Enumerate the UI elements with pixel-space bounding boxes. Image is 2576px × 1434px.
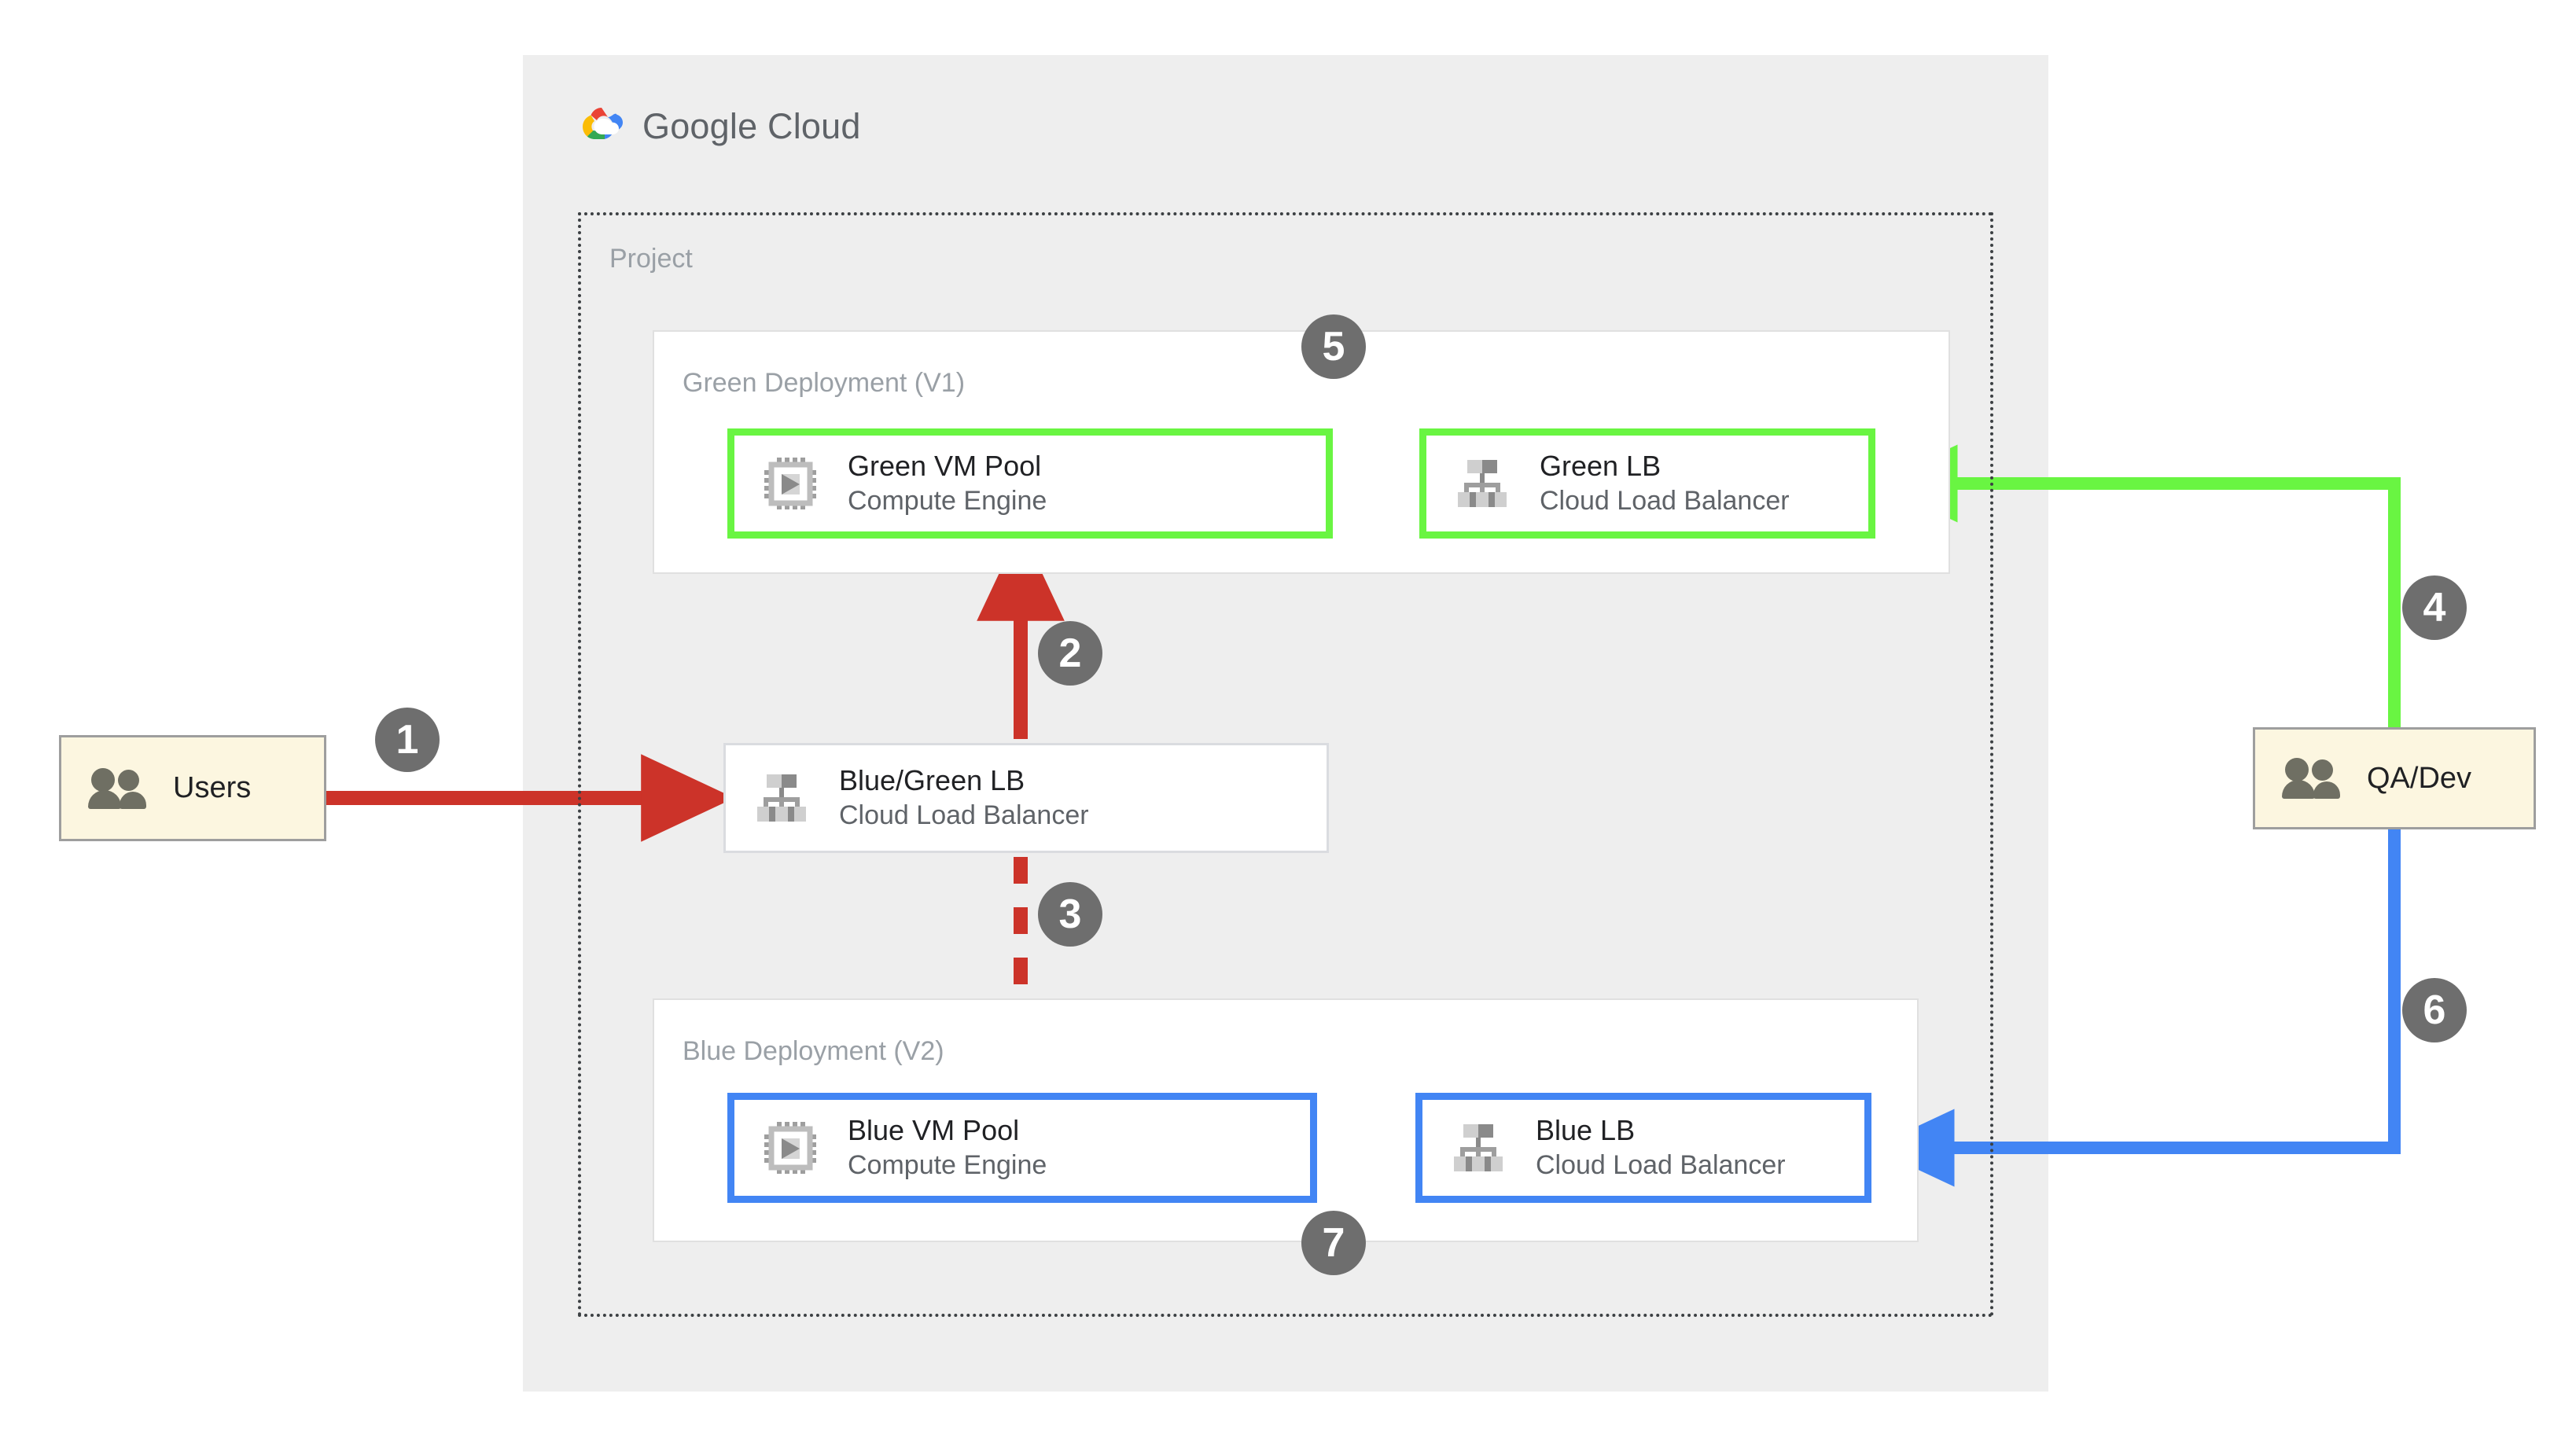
google-cloud-logo-icon	[578, 106, 627, 147]
node-green-vm-pool-text: Green VM Pool Compute Engine	[848, 448, 1047, 519]
node-subtitle: Compute Engine	[848, 486, 1047, 517]
actor-qa-dev[interactable]: QA/Dev	[2253, 727, 2536, 829]
node-subtitle: Cloud Load Balancer	[1536, 1150, 1786, 1181]
step-badge-3: 3	[1038, 882, 1102, 947]
google-cloud-logo: Google Cloud	[578, 106, 861, 147]
load-balancer-icon	[1452, 1124, 1504, 1171]
people-icon	[88, 767, 146, 809]
step-badge-1: 1	[375, 708, 440, 772]
cpu-icon	[764, 1122, 816, 1174]
logo-word-cloud: Cloud	[767, 106, 861, 146]
step-badge-6: 6	[2402, 978, 2467, 1042]
load-balancer-icon	[1456, 460, 1508, 507]
step-badge-7: 7	[1301, 1211, 1366, 1275]
logo-word-google: Google	[642, 106, 758, 146]
node-title: Green VM Pool	[848, 450, 1042, 483]
step-badge-2: 2	[1038, 621, 1102, 686]
node-blue-vm-pool-text: Blue VM Pool Compute Engine	[848, 1112, 1047, 1183]
node-subtitle: Compute Engine	[848, 1150, 1047, 1181]
node-subtitle: Cloud Load Balancer	[1540, 486, 1790, 517]
google-cloud-logo-text: Google Cloud	[642, 106, 861, 147]
step-badge-5: 5	[1301, 314, 1366, 379]
load-balancer-icon	[756, 774, 808, 822]
project-boundary	[578, 212, 1993, 1317]
node-subtitle: Cloud Load Balancer	[839, 800, 1089, 831]
node-blue-vm-pool[interactable]: Blue VM Pool Compute Engine	[727, 1093, 1317, 1203]
node-blue-lb[interactable]: Blue LB Cloud Load Balancer	[1415, 1093, 1871, 1203]
node-blue-lb-text: Blue LB Cloud Load Balancer	[1536, 1112, 1786, 1183]
step-badge-4: 4	[2402, 575, 2467, 640]
actor-users-label: Users	[173, 771, 252, 804]
people-icon	[2282, 758, 2340, 799]
project-label: Project	[609, 244, 693, 274]
green-deployment-label: Green Deployment (V1)	[683, 368, 966, 398]
cpu-icon	[764, 458, 816, 509]
node-title: Blue VM Pool	[848, 1114, 1020, 1147]
node-title: Blue LB	[1536, 1114, 1636, 1147]
node-blue-green-lb-text: Blue/Green LB Cloud Load Balancer	[839, 763, 1089, 833]
node-green-lb[interactable]: Green LB Cloud Load Balancer	[1419, 428, 1875, 539]
node-green-lb-text: Green LB Cloud Load Balancer	[1540, 448, 1790, 519]
node-title: Green LB	[1540, 450, 1662, 483]
blue-deployment-label: Blue Deployment (V2)	[683, 1036, 944, 1066]
node-title: Blue/Green LB	[839, 764, 1025, 797]
actor-users[interactable]: Users	[59, 735, 326, 841]
actor-qa-dev-label: QA/Dev	[2367, 761, 2472, 795]
node-green-vm-pool[interactable]: Green VM Pool Compute Engine	[727, 428, 1333, 539]
node-blue-green-lb[interactable]: Blue/Green LB Cloud Load Balancer	[723, 743, 1329, 853]
